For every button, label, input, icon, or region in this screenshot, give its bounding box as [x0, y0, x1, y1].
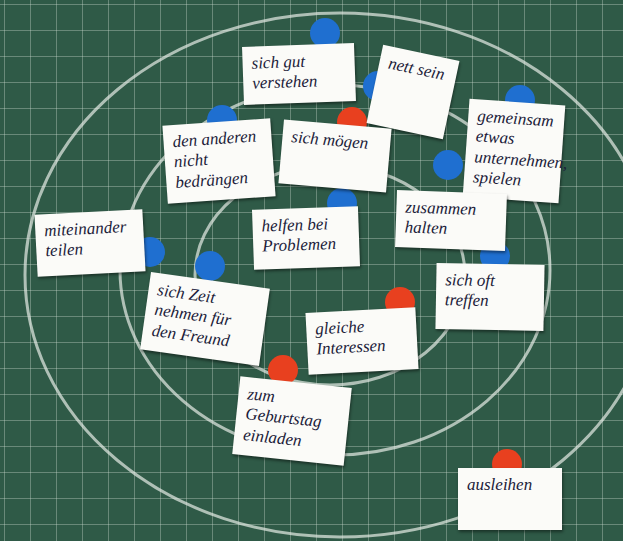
- word-card: sich mögen: [278, 119, 391, 192]
- card-text: gleiche Interessen: [315, 315, 409, 361]
- card-text: helfen bei Problemen: [261, 213, 350, 257]
- card-text: sich oft treffen: [445, 270, 536, 312]
- card-text: sich gut verstehen: [251, 50, 346, 94]
- card-text: zusammen halten: [404, 197, 497, 241]
- magnets: [135, 18, 535, 479]
- blue-magnet: [195, 251, 225, 281]
- word-card: sich Zeit nehmen für den Freund: [140, 272, 270, 366]
- word-card: ausleihen: [458, 468, 562, 530]
- word-card: sich gut verstehen: [242, 43, 356, 105]
- chalk-rings: [25, 13, 623, 537]
- word-card: gleiche Interessen: [305, 307, 418, 375]
- word-card: zusammen halten: [395, 190, 507, 251]
- card-text: sich mögen: [291, 127, 382, 155]
- word-card: zum Geburtstag einladen: [232, 376, 352, 465]
- word-card: gemeinsam etwas unternehmen, spielen: [463, 99, 566, 203]
- outer-ring: [25, 13, 623, 537]
- card-text: sich Zeit nehmen für den Freund: [150, 280, 260, 355]
- word-card: miteinander teilen: [34, 209, 145, 277]
- word-card: den anderen nicht bedrängen: [162, 118, 275, 203]
- card-text: gemeinsam etwas unternehmen, spielen: [472, 106, 555, 193]
- card-text: den anderen nicht bedrängen: [172, 126, 266, 193]
- blue-magnet: [433, 150, 463, 180]
- word-card: nett sein: [367, 45, 460, 139]
- word-card: helfen bei Problemen: [252, 206, 360, 270]
- card-text: ausleihen: [467, 475, 553, 495]
- card-text: zum Geburtstag einladen: [242, 384, 342, 455]
- card-text: miteinander teilen: [44, 217, 136, 262]
- word-card: sich oft treffen: [435, 263, 544, 331]
- card-text: nett sein: [386, 53, 449, 85]
